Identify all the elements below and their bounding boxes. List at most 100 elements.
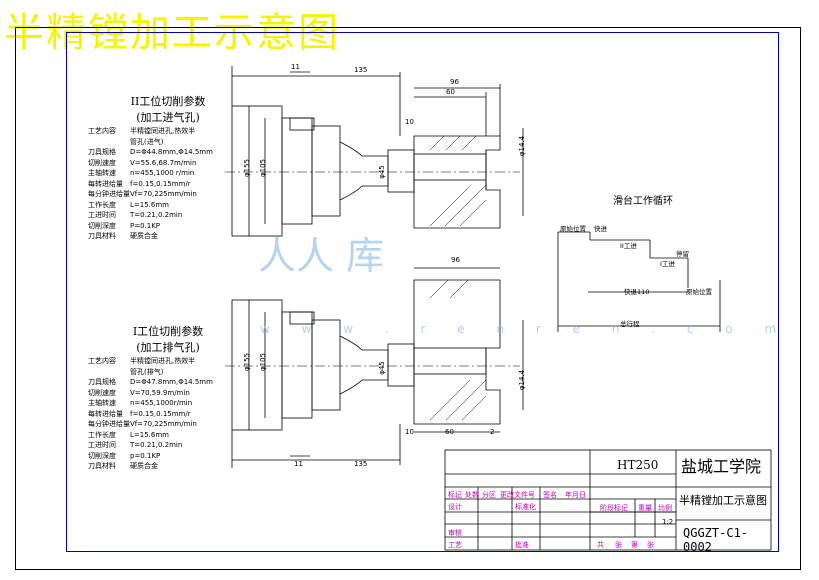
param-key: 每分钟进给量 bbox=[88, 190, 130, 198]
param-key: 切削速度 bbox=[88, 388, 116, 397]
cycle-label-6: 原始位置 bbox=[686, 288, 712, 296]
param-value: f=0.15,0.15mm/r bbox=[130, 179, 191, 188]
param-row: 刀具材料硬质合金 bbox=[88, 231, 248, 242]
hdr-1: 处数 bbox=[465, 491, 479, 499]
param-key: 切削深度 bbox=[88, 221, 116, 230]
material: HT250 bbox=[617, 458, 659, 472]
param-value: T=0.21,0.2min bbox=[130, 211, 183, 219]
upper-params: II工位切削参数 (加工进气孔) 工艺内容半精镗同进孔,热效半管孔(进气)刀具规… bbox=[88, 94, 248, 242]
param-value: L=15.6mm bbox=[130, 430, 169, 439]
param-key: 刀具规格 bbox=[88, 378, 116, 386]
title-block: HT250 盐城工学院 半精镗加工示意图 QGGZT-C1-0002 1:2 标… bbox=[445, 450, 771, 554]
scale: 1:2 bbox=[662, 518, 674, 526]
sheet-1: 张 bbox=[615, 541, 622, 549]
param-value: p=0.1KP bbox=[130, 451, 161, 460]
cycle-label-4: I工进 bbox=[660, 260, 675, 268]
param-row: 主轴转速 n=455,1000r/min bbox=[88, 398, 248, 409]
param-row: 管孔(进气) bbox=[88, 137, 248, 148]
param-value: 管孔(排气) bbox=[130, 367, 164, 376]
scale-label: 比例 bbox=[658, 504, 672, 512]
cycle-label-2: II工进 bbox=[620, 242, 637, 250]
dim-phi155-top: φ155 bbox=[242, 159, 251, 177]
weight-label: 重量 bbox=[638, 504, 652, 512]
param-value: 半精镗同进孔,热效半 bbox=[130, 127, 196, 135]
param-value: D=Φ44.8mm,Φ14.5mm bbox=[130, 148, 213, 156]
hdr-2: 分区 bbox=[482, 491, 496, 499]
cycle-label-7: 总行程 bbox=[620, 320, 640, 328]
param-key bbox=[88, 137, 130, 148]
outer-frame bbox=[15, 27, 801, 570]
school-name: 盐城工学院 bbox=[681, 457, 762, 476]
watermark-url: w w w . r e n r e n . c o m bbox=[260, 322, 791, 336]
param-value: 管孔(进气) bbox=[130, 137, 164, 146]
dim-60-top: 60 bbox=[446, 88, 455, 96]
param-value: P=0.1KP bbox=[130, 221, 161, 230]
row-approve: 批准 bbox=[515, 541, 529, 549]
param-key: 主轴转速 bbox=[88, 399, 116, 407]
upper-params-subheading: (加工进气孔) bbox=[136, 111, 200, 124]
param-row: 切削速度 V=55.6,68.7m/min bbox=[88, 158, 248, 169]
param-value: n=455,1000r/min bbox=[130, 399, 193, 407]
hdr-3: 更改文件号 bbox=[500, 491, 535, 499]
row-process: 工艺 bbox=[448, 541, 462, 549]
param-key: 刀具材料 bbox=[88, 462, 116, 470]
hdr-0: 标记 bbox=[448, 491, 462, 499]
dim-phi14-top: φ14.4 bbox=[518, 135, 527, 157]
param-key: 切削速度 bbox=[88, 158, 116, 167]
hdr-5: 年月日 bbox=[565, 491, 586, 499]
param-value: Vf=70,225mm/min bbox=[130, 420, 197, 428]
sheet-3: 张 bbox=[647, 541, 654, 549]
page-title: 半精镗加工示意图 bbox=[4, 10, 340, 56]
cycle-label-3: 停留 bbox=[676, 250, 689, 258]
watermark-text: 人人 库 bbox=[258, 234, 385, 278]
dim-135-top: 135 bbox=[354, 66, 368, 74]
dim-96-lower: 96 bbox=[451, 256, 460, 264]
param-key: 刀具材料 bbox=[88, 232, 116, 240]
param-value: f=0.15,0.15mm/r bbox=[130, 409, 191, 418]
drawing-name: 半精镗加工示意图 bbox=[679, 494, 767, 507]
param-row: 工作长度 L=15.6mm bbox=[88, 430, 248, 441]
sheet-0: 共 bbox=[597, 541, 604, 549]
param-key: 工艺内容 bbox=[88, 357, 116, 365]
param-key: 主轴转速 bbox=[88, 169, 116, 177]
dim-2-lower: 2 bbox=[490, 428, 495, 436]
title-block-lines bbox=[444, 449, 772, 551]
row-design: 设计 bbox=[448, 503, 462, 511]
cycle-label-0: 原始位置 bbox=[560, 225, 586, 233]
dim-11-lower: 11 bbox=[294, 460, 303, 468]
param-value: Vf=70,225mm/min bbox=[130, 190, 197, 198]
dim-phi45-lower: φ45 bbox=[377, 361, 386, 375]
row-standard: 标准化 bbox=[515, 503, 536, 511]
param-row: 工艺内容 半精镗同进孔,热效半 bbox=[88, 126, 248, 137]
param-value: T=0.21,0.2min bbox=[130, 441, 183, 449]
stage-label: 阶段标记 bbox=[600, 504, 628, 512]
lower-params-heading: I工位切削参数 bbox=[132, 325, 204, 338]
lower-workpiece bbox=[413, 279, 501, 425]
param-value: 硬质合金 bbox=[130, 462, 158, 470]
dim-10-top: 10 bbox=[405, 118, 414, 126]
param-value: V=55.6,68.7m/min bbox=[130, 158, 197, 167]
cycle-title: 滑台工作循环 bbox=[613, 196, 673, 207]
cycle-label-1: 快进 bbox=[594, 225, 607, 233]
param-key: 工作长度 bbox=[88, 430, 116, 439]
param-key: 工艺内容 bbox=[88, 127, 116, 135]
param-key: 工作长度 bbox=[88, 200, 116, 209]
cycle-diagram bbox=[557, 231, 721, 332]
row-review: 审核 bbox=[448, 529, 462, 537]
param-key bbox=[88, 367, 130, 378]
param-value: V=70,59.9m/min bbox=[130, 388, 190, 397]
dim-96-top: 96 bbox=[450, 78, 459, 86]
param-key: 切削深度 bbox=[88, 451, 116, 460]
param-row: 切削速度 V=70,59.9m/min bbox=[88, 388, 248, 399]
lower-params: I工位切削参数 (加工排气孔) 工艺内容半精镗同进孔,热效半管孔(排气)刀具规格… bbox=[88, 324, 248, 472]
